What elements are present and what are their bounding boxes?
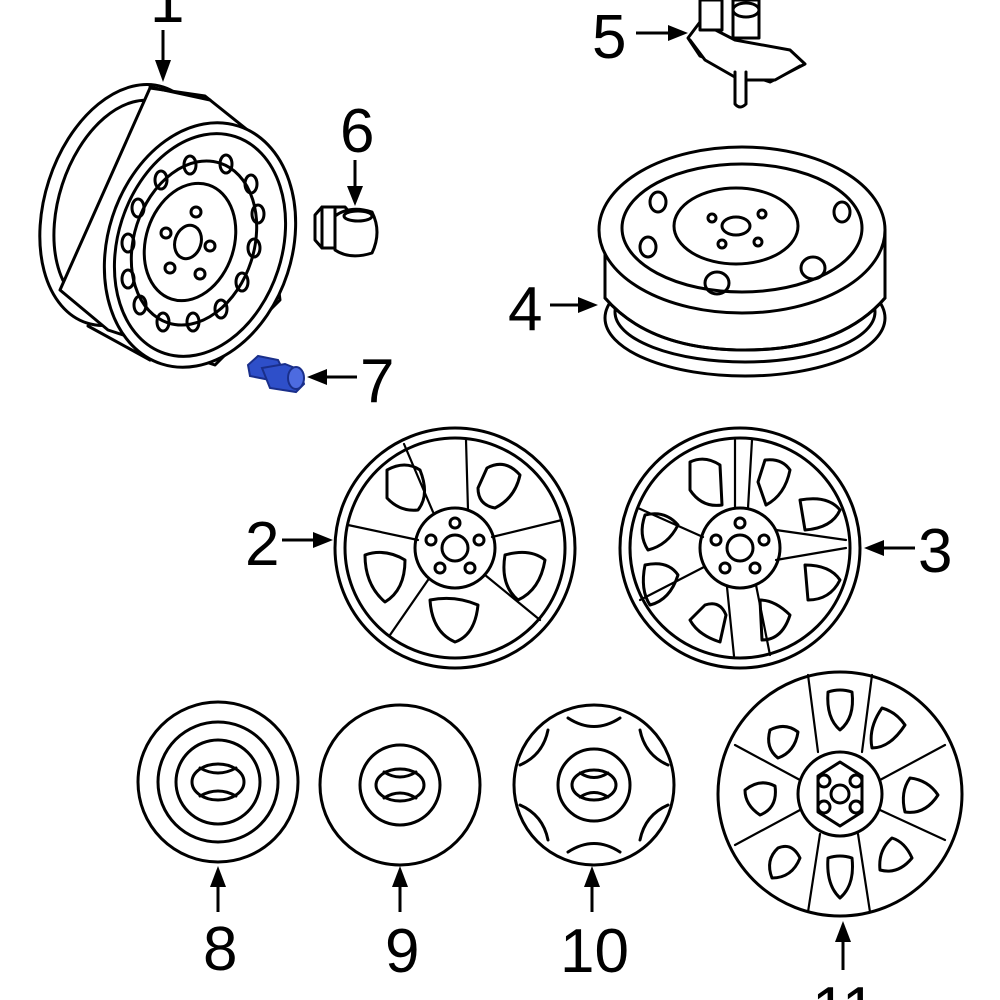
spare-carrier-bracket-icon[interactable] — [686, 0, 807, 109]
callout-arrow-7 — [307, 369, 357, 385]
callout-arrow-3 — [864, 540, 915, 556]
center-cap-icon[interactable] — [136, 700, 300, 864]
center-cap-icon[interactable] — [318, 703, 482, 867]
wheel-cover-icon[interactable] — [716, 670, 964, 918]
callout-11: 11 — [812, 975, 876, 1000]
callout-2: 2 — [245, 510, 279, 579]
callout-8: 8 — [203, 915, 237, 984]
callout-arrow-10 — [584, 866, 600, 912]
steel-wheel-icon[interactable] — [11, 62, 327, 392]
callout-arrow-1 — [155, 30, 171, 82]
callout-9: 9 — [385, 917, 419, 986]
callout-10: 10 — [560, 917, 629, 986]
callout-5: 5 — [592, 3, 626, 72]
callout-arrow-9 — [392, 866, 408, 912]
callout-7: 7 — [360, 347, 394, 416]
spare-wheel-icon[interactable] — [597, 145, 887, 378]
center-cap-icon[interactable] — [512, 703, 676, 867]
valve-stem-icon[interactable] — [246, 354, 306, 394]
callout-arrow-4 — [550, 297, 598, 313]
lug-nut-icon[interactable] — [313, 205, 379, 258]
callout-arrow-11 — [835, 921, 851, 970]
callout-arrow-8 — [210, 866, 226, 912]
callout-1: 1 — [150, 0, 184, 36]
callout-3: 3 — [918, 517, 952, 586]
callout-arrow-2 — [282, 532, 333, 548]
callout-arrow-6 — [347, 160, 363, 206]
alloy-wheel-10-spoke-icon[interactable] — [618, 426, 862, 670]
callout-6: 6 — [340, 97, 374, 166]
alloy-wheel-5-spoke-icon[interactable] — [333, 426, 577, 670]
callout-4: 4 — [508, 275, 542, 344]
callout-arrow-5 — [636, 25, 688, 41]
